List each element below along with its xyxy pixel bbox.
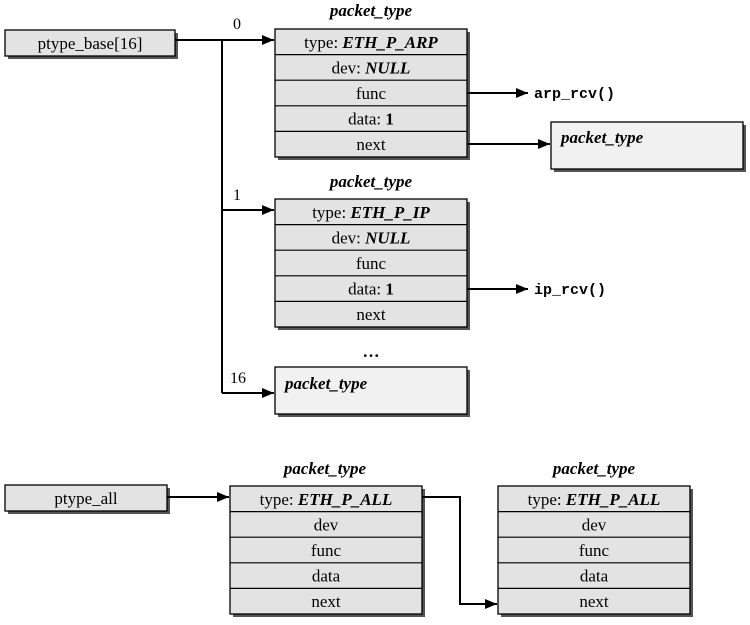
all-1-data-field: data <box>312 567 341 586</box>
arp-packet-type-struct: type: ETH_P_ARP dev: NULL func data: 1 n… <box>274 28 470 160</box>
ellipsis: … <box>363 342 380 361</box>
ip-data-field: data: 1 <box>348 280 394 299</box>
all-2-data-field: data <box>580 567 609 586</box>
ptype-base-label: ptype_base[16] <box>38 34 143 53</box>
ip-rcv-target: ip_rcv() <box>534 282 606 299</box>
all-1-dev-field: dev <box>314 516 339 535</box>
next-packet-type-label: packet_type <box>559 128 644 147</box>
ptype-all-box: ptype_all <box>4 484 170 514</box>
ip-func-field: func <box>356 254 387 273</box>
arp-func-field: func <box>356 84 387 103</box>
next-packet-type-box: packet_type <box>550 121 746 172</box>
last-packet-type-label: packet_type <box>283 374 368 393</box>
all-2-func-field: func <box>579 541 610 560</box>
arp-data-field: data: 1 <box>348 110 394 129</box>
all-struct-1-title: packet_type <box>282 459 367 478</box>
last-packet-type-box: packet_type <box>274 366 470 417</box>
index-1-label: 1 <box>233 187 241 204</box>
all-2-dev-field: dev <box>582 516 607 535</box>
ip-packet-type-struct: type: ETH_P_IP dev: NULL func data: 1 ne… <box>274 198 470 330</box>
all-packet-type-struct-1: type: ETH_P_ALL dev func data next <box>229 485 425 617</box>
ip-next-field: next <box>356 305 386 324</box>
arp-next-field: next <box>356 135 386 154</box>
index-0-label: 0 <box>233 16 241 33</box>
all-struct-2-title: packet_type <box>551 459 636 478</box>
all-1-func-field: func <box>311 541 342 560</box>
all-next-link-arrow <box>422 496 497 609</box>
arp-struct-title: packet_type <box>328 1 413 20</box>
all-2-next-field: next <box>579 592 609 611</box>
ptype-base-wires <box>175 35 274 398</box>
ptype-base-box: ptype_base[16] <box>4 29 178 59</box>
ip-struct-title: packet_type <box>328 172 413 191</box>
all-1-type-field: type: ETH_P_ALL <box>260 490 393 509</box>
all-2-type-field: type: ETH_P_ALL <box>528 490 661 509</box>
ip-dev-field: dev: NULL <box>332 229 411 248</box>
all-packet-type-struct-2: type: ETH_P_ALL dev func data next <box>497 485 693 617</box>
arp-type-field: type: ETH_P_ARP <box>304 33 438 52</box>
ptype-all-label: ptype_all <box>54 489 118 508</box>
arp-rcv-target: arp_rcv() <box>534 86 615 103</box>
ip-type-field: type: ETH_P_IP <box>312 203 430 222</box>
all-1-next-field: next <box>311 592 341 611</box>
arp-dev-field: dev: NULL <box>332 59 411 78</box>
index-16-label: 16 <box>230 370 246 387</box>
